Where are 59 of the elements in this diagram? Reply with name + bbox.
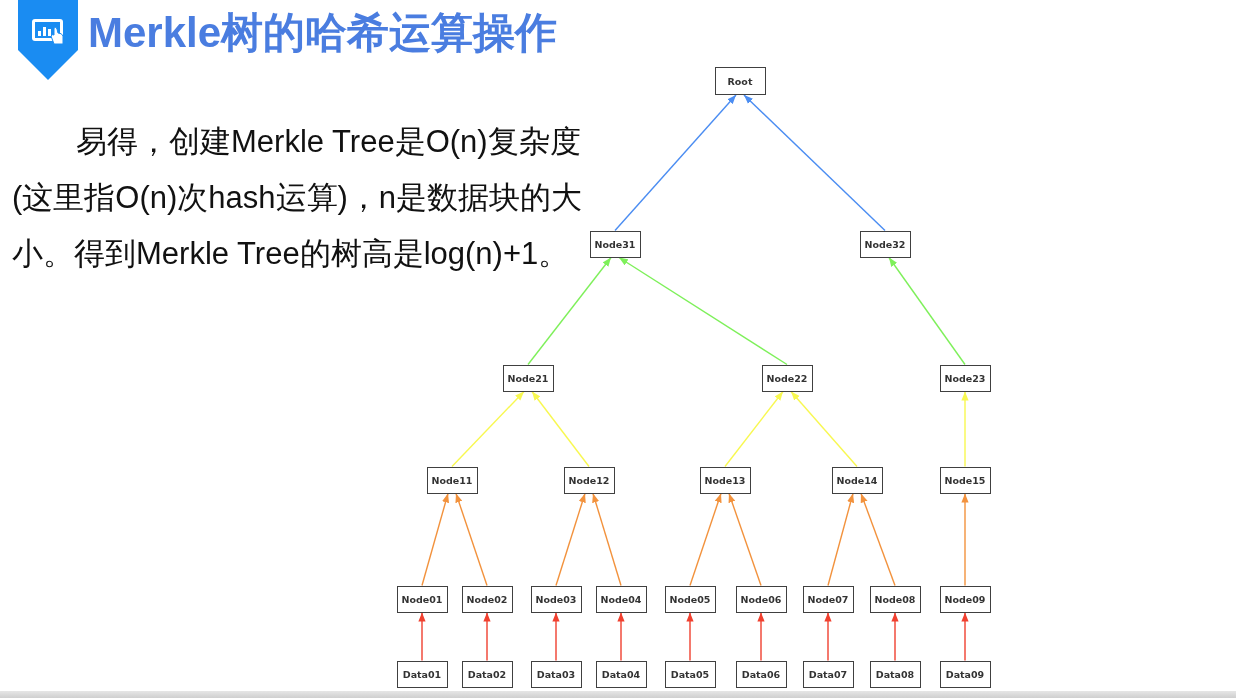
hash-node-box: Node22 <box>761 364 813 392</box>
arrow <box>961 611 969 662</box>
data-block-box: Data07 <box>802 660 854 688</box>
arrow <box>418 611 426 662</box>
arrow <box>790 390 858 468</box>
data-block-box: Data03 <box>530 660 582 688</box>
data-block-box: Data04 <box>595 660 647 688</box>
data-block-box: Data08 <box>869 660 921 688</box>
hash-node-box: Node02 <box>461 585 513 613</box>
hash-node-box: Node06 <box>735 585 787 613</box>
arrow <box>614 94 737 232</box>
arrow <box>860 492 896 587</box>
arrow <box>455 492 488 587</box>
arrow <box>824 611 832 662</box>
hash-node-box: Node01 <box>396 585 448 613</box>
arrow <box>724 390 784 468</box>
arrow <box>689 492 722 587</box>
hash-node-box: Node21 <box>502 364 554 392</box>
arrow <box>552 611 560 662</box>
arrow <box>592 492 622 587</box>
hash-node-box: Root <box>714 67 766 95</box>
hash-node-box: Node23 <box>939 364 991 392</box>
arrow <box>421 492 449 587</box>
arrow <box>728 492 762 587</box>
arrow <box>686 611 694 662</box>
hash-node-box: Node03 <box>530 585 582 613</box>
arrow <box>617 611 625 662</box>
hash-node-box: Node08 <box>869 585 921 613</box>
hash-node-box: Node13 <box>699 466 751 494</box>
hash-node-box: Node32 <box>859 230 911 258</box>
data-block-box: Data01 <box>396 660 448 688</box>
hash-node-box: Node04 <box>595 585 647 613</box>
arrow <box>891 611 899 662</box>
arrow <box>527 256 612 366</box>
data-block-box: Data02 <box>461 660 513 688</box>
title: Merkle树的哈希运算操作 <box>88 12 558 54</box>
arrow <box>483 611 491 662</box>
arrow <box>451 390 525 468</box>
hash-node-box: Node31 <box>589 230 641 258</box>
hash-node-box: Node12 <box>563 466 615 494</box>
hash-node-box: Node11 <box>426 466 478 494</box>
hash-node-box: Node15 <box>939 466 991 494</box>
hash-node-box: Node14 <box>831 466 883 494</box>
arrow <box>618 256 788 366</box>
arrow <box>757 611 765 662</box>
data-block-box: Data05 <box>664 660 716 688</box>
hash-node-box: Node09 <box>939 585 991 613</box>
arrow <box>827 492 855 587</box>
data-block-box: Data09 <box>939 660 991 688</box>
arrow <box>888 256 966 366</box>
arrow <box>743 94 886 232</box>
hash-node-box: Node05 <box>664 585 716 613</box>
arrow <box>531 390 590 468</box>
paragraph: 易得，创建Merkle Tree是O(n)复杂度(这里指O(n)次hash运算)，n是数据块的大小。得到Merkle Tree的树高是log(n)+1。 <box>12 123 584 273</box>
arrow <box>555 492 586 587</box>
data-block-box: Data06 <box>735 660 787 688</box>
arrow <box>961 390 969 468</box>
arrow <box>961 492 969 587</box>
hash-node-box: Node07 <box>802 585 854 613</box>
